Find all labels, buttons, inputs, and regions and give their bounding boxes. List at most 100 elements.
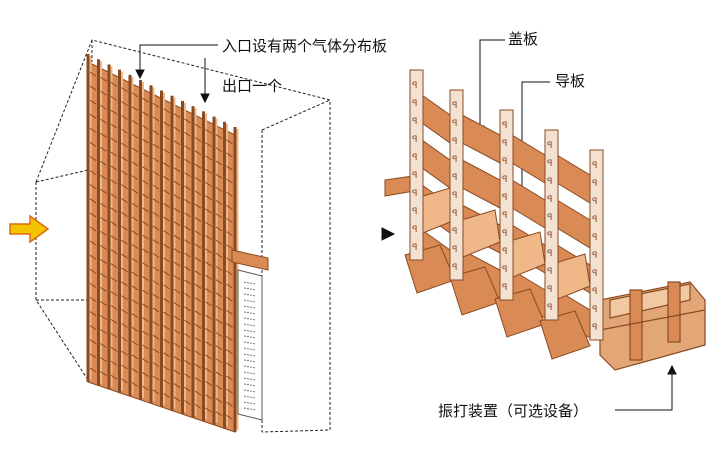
grid-tab xyxy=(215,345,223,351)
post-bracket: ꟼ xyxy=(502,283,507,293)
grid-tab xyxy=(163,365,170,371)
grid-tab xyxy=(226,362,233,368)
grid-tab xyxy=(205,354,212,360)
outlet-slot xyxy=(243,317,257,321)
post-bracket: ꟼ xyxy=(412,207,417,217)
grid-tab xyxy=(226,375,233,381)
outlet-slot xyxy=(243,311,257,315)
post-bracket: ꟼ xyxy=(592,161,597,171)
grid-tab xyxy=(215,147,223,153)
grid-tab xyxy=(194,270,202,276)
grid-tab xyxy=(184,266,191,271)
distribution-plate-grid xyxy=(86,54,239,433)
outlet-slot xyxy=(243,299,257,303)
grid-tab xyxy=(194,403,202,409)
grid-tab xyxy=(173,113,181,119)
grid-tab xyxy=(100,160,107,166)
grid-tab xyxy=(121,378,128,384)
grid-tab xyxy=(152,389,160,395)
grid-tab xyxy=(131,175,139,181)
grid-tab xyxy=(110,95,118,101)
post-bracket: ꟼ xyxy=(502,265,507,275)
post-bracket: ꟼ xyxy=(412,189,417,199)
grid-tab xyxy=(142,330,149,336)
post-bracket: ꟼ xyxy=(452,101,457,111)
grid-tab xyxy=(89,198,97,204)
grid-strip xyxy=(181,100,184,415)
guide-plate-label: 导板 xyxy=(555,72,586,90)
grid-strip-highlight xyxy=(173,97,176,409)
grid-tab xyxy=(173,221,181,227)
grid-tab xyxy=(184,319,191,325)
grid-tab xyxy=(131,354,139,360)
grid-tab xyxy=(173,194,181,200)
grid-tab xyxy=(215,252,223,258)
grid-tab xyxy=(205,301,212,307)
outlet-slot xyxy=(243,293,257,297)
grid-tab xyxy=(173,126,181,132)
post-bracket: ꟼ xyxy=(452,119,457,129)
post-bracket: ꟼ xyxy=(412,225,417,235)
post-bracket: ꟼ xyxy=(452,263,457,273)
grid-tab xyxy=(205,155,212,161)
grid-tab xyxy=(142,303,149,309)
grid-tab xyxy=(131,92,139,98)
grid-tab xyxy=(205,128,212,134)
grid-tab xyxy=(205,261,212,267)
post-bracket: ꟼ xyxy=(412,117,417,127)
grid-tab xyxy=(163,121,170,127)
grid-strip-highlight xyxy=(152,87,155,402)
collector-plate xyxy=(461,114,501,164)
grid-tab xyxy=(194,243,202,249)
grid-strip-highlight xyxy=(184,102,186,413)
grid-tab xyxy=(173,153,181,159)
grid-tab xyxy=(152,266,160,272)
post-bracket: ꟼ xyxy=(592,179,597,189)
collector-plate xyxy=(421,139,451,189)
grid-tab xyxy=(215,384,223,390)
outlet-slot xyxy=(243,407,257,411)
grid-tab xyxy=(194,217,202,222)
post-bracket: ꟼ xyxy=(547,303,552,313)
grid-tab xyxy=(110,263,118,269)
frame-post xyxy=(499,109,514,301)
grid-tab xyxy=(131,147,139,153)
grid-tab xyxy=(110,109,118,115)
grid-tab xyxy=(131,313,139,318)
grid-tab xyxy=(121,87,128,93)
grid-tab xyxy=(142,138,149,144)
post-bracket: ꟼ xyxy=(452,227,457,237)
grid-strip xyxy=(223,121,226,429)
grid-tab xyxy=(226,231,233,237)
grid-tab xyxy=(110,277,118,283)
grid-tab xyxy=(205,142,212,148)
grid-tab xyxy=(152,348,160,354)
grid-tab xyxy=(163,108,170,113)
grid-tab xyxy=(100,244,107,250)
grid-tab xyxy=(226,336,233,342)
grid-tab xyxy=(142,344,149,350)
grid-tab xyxy=(205,248,212,254)
grid-tab xyxy=(121,184,128,190)
grid-strip-highlight xyxy=(100,61,102,384)
grid-tab xyxy=(226,296,233,302)
grid-tab xyxy=(194,190,202,196)
grid-tab xyxy=(142,166,149,172)
grid-tab xyxy=(152,184,160,190)
rapping-device xyxy=(599,281,706,371)
grid-tab xyxy=(121,212,128,217)
grid-tab xyxy=(110,235,118,241)
post-bracket: ꟼ xyxy=(592,323,597,333)
grid-tab xyxy=(89,85,97,91)
grid-tab xyxy=(89,170,97,176)
grid-tab xyxy=(194,230,202,236)
grid-tab xyxy=(184,131,191,137)
grid-tab xyxy=(173,140,181,146)
frame-post xyxy=(449,89,464,281)
grid-tab xyxy=(194,323,202,329)
grid-tab xyxy=(205,208,212,214)
post-bracket: ꟼ xyxy=(502,175,507,185)
grid-tab xyxy=(121,267,128,273)
grid-tab xyxy=(100,357,107,362)
grid-tab xyxy=(205,394,212,400)
